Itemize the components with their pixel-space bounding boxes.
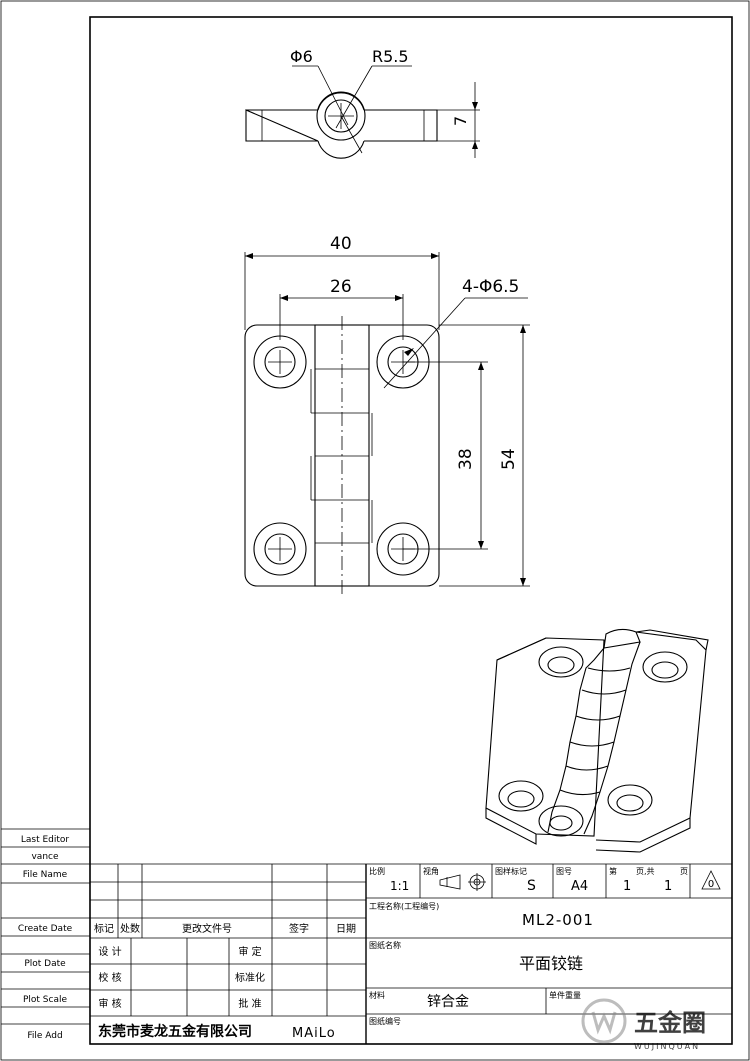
side-panel (1, 828, 90, 1025)
rev-sign-label: 签字 (289, 922, 309, 935)
material-value: 锌合金 (427, 994, 469, 1010)
plot-scale-label: Plot Scale (23, 995, 68, 1005)
rev-value: 0 (708, 879, 714, 890)
create-date-label: Create Date (18, 924, 73, 934)
last-editor-value: vance (31, 852, 58, 862)
part-number: ML2-001 (522, 911, 594, 929)
dim-hole-spacing-v: 38 (456, 448, 476, 470)
drawing-name: 平面铰链 (519, 954, 583, 973)
watermark-cn: 五金圈 (634, 1009, 706, 1037)
rev-count-label: 处数 (120, 922, 140, 935)
dim-top-diameter: Φ6 (290, 47, 313, 66)
rev-doc-label: 更改文件号 (182, 922, 232, 935)
mark-value: S (527, 878, 536, 894)
dim-top-radius: R5.5 (372, 47, 409, 66)
plot-date-label: Plot Date (24, 959, 66, 969)
brand-logo: MAiLo (292, 1026, 336, 1041)
revision-triangle-icon (701, 870, 721, 890)
dim-holes: 4-Φ6.5 (462, 277, 519, 297)
approve-label: 批 准 (238, 997, 261, 1010)
mark-label: 图样标记 (495, 866, 527, 876)
size-label: 图号 (556, 867, 572, 876)
material-label: 材料 (369, 990, 385, 1000)
dim-top-height: 7 (451, 116, 470, 126)
weight-label: 单件重量 (549, 990, 581, 1000)
projection-symbol-icon (439, 873, 486, 891)
page-label-b: 页,共 (636, 867, 655, 876)
page-label-a: 第 (609, 866, 617, 876)
standard-label: 标准化 (235, 971, 265, 984)
size-value: A4 (571, 879, 588, 894)
isometric-view (485, 628, 709, 853)
watermark-logo-icon (581, 998, 627, 1044)
check-label: 校 核 (98, 971, 121, 984)
page-value: 1 (623, 879, 631, 894)
drawing-name-label: 图纸名称 (369, 940, 401, 950)
last-editor-label: Last Editor (21, 835, 70, 845)
scale-label: 比例 (369, 866, 385, 876)
rev-date-label: 日期 (336, 923, 356, 935)
view-label: 视角 (423, 866, 439, 876)
title-block (366, 864, 732, 1015)
front-view (244, 252, 530, 595)
rev-mark-label: 标记 (94, 923, 114, 935)
dim-width-total: 40 (330, 234, 352, 254)
top-view (245, 65, 480, 159)
dim-hole-spacing-h: 26 (330, 277, 352, 297)
dim-height-total: 54 (499, 448, 519, 470)
watermark-en: WUJINQUAN (634, 1042, 700, 1051)
page-total: 1 (664, 879, 672, 894)
audit-label: 审 核 (98, 997, 121, 1010)
inner-border (89, 16, 733, 1045)
drawing-no-label: 图纸编号 (369, 1016, 401, 1026)
scale-value: 1:1 (390, 879, 409, 893)
revision-table (90, 863, 732, 1044)
review-label: 审 定 (238, 945, 261, 958)
design-label: 设 计 (98, 945, 121, 958)
company-name: 东莞市麦龙五金有限公司 (98, 1023, 252, 1040)
file-name-label: File Name (23, 870, 68, 880)
file-add-label: File Add (27, 1031, 62, 1041)
project-label: 工程名称(工程编号) (369, 901, 439, 911)
page-label-c: 页 (680, 867, 688, 876)
